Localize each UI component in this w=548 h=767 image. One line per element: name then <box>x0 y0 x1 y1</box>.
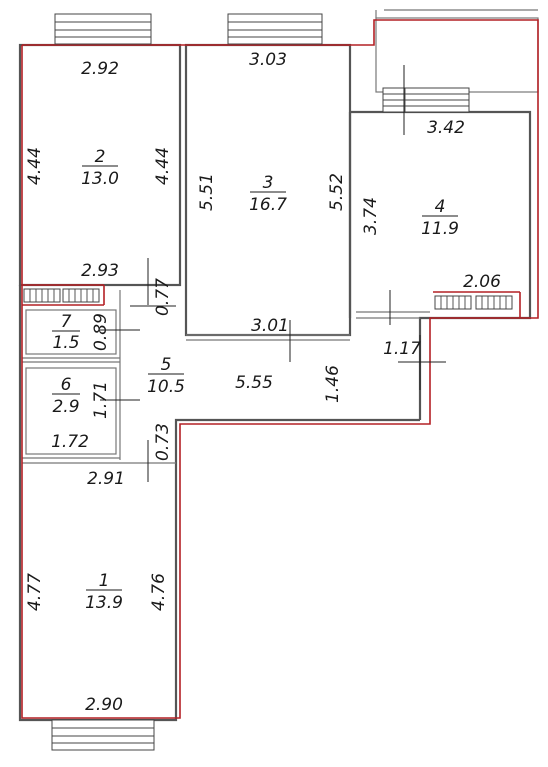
room-5-lower-dim: 0.73 <box>153 423 173 461</box>
room-2-number: 2 <box>95 147 106 167</box>
room-1-number: 1 <box>99 571 110 591</box>
room-7: 7 1.5 0.89 <box>52 312 111 353</box>
apartment-outline <box>21 19 539 719</box>
room-2-area: 13.0 <box>81 169 119 189</box>
room-6-height-dim: 1.71 <box>91 381 111 419</box>
room-7-area: 1.5 <box>52 333 79 353</box>
room-6-area: 2.9 <box>52 397 79 417</box>
room-5-upper-dim: 0.77 <box>153 278 173 316</box>
room-1: 2.91 4.77 4.76 1 13.9 2.90 <box>25 469 169 715</box>
room-1-left-dim: 4.77 <box>25 573 45 611</box>
room-2: 2.92 4.44 4.44 2 13.0 2.93 <box>25 59 173 281</box>
room-4-top-dim: 3.42 <box>427 118 465 138</box>
room-1-top-dim: 2.91 <box>87 469 125 489</box>
room-4-number: 4 <box>435 197 446 217</box>
room-3-bottom-dim: 3.01 <box>251 316 289 336</box>
room-2-left-dim: 4.44 <box>25 147 45 185</box>
room-6-bottom-dim: 1.72 <box>51 432 89 452</box>
room-2-bottom-dim: 2.93 <box>81 261 119 281</box>
room-3-left-dim: 5.51 <box>197 173 217 211</box>
room-2-right-dim: 4.44 <box>153 147 173 185</box>
room-3-right-dim: 5.52 <box>327 173 347 211</box>
room-5-height-dim: 1.46 <box>323 365 343 403</box>
room-3-area: 16.7 <box>249 195 287 215</box>
room-2-top-dim: 2.92 <box>81 59 119 79</box>
room-1-bottom-dim: 2.90 <box>85 695 123 715</box>
room-4: 3.42 3.74 4 11.9 2.06 <box>361 118 501 292</box>
room-1-right-dim: 4.76 <box>149 573 169 611</box>
room-1-area: 13.9 <box>85 593 123 613</box>
dimension-ticks <box>100 65 446 482</box>
radiators <box>23 288 513 310</box>
room-7-height-dim: 0.89 <box>91 313 111 351</box>
room-5-length-dim: 5.55 <box>235 373 273 393</box>
room-6: 6 2.9 1.71 1.72 <box>51 375 111 452</box>
room-5-side-dim: 1.17 <box>383 339 421 359</box>
room-4-area: 11.9 <box>421 219 459 239</box>
room-6-number: 6 <box>61 375 72 395</box>
room-4-left-dim: 3.74 <box>361 197 381 235</box>
balcony <box>375 9 539 93</box>
room-3: 3.03 5.51 5.52 3 16.7 3.01 <box>197 50 347 336</box>
room-3-top-dim: 3.03 <box>249 50 287 70</box>
windows <box>51 13 470 751</box>
room-5-area: 10.5 <box>147 377 185 397</box>
room-5-number: 5 <box>161 355 172 375</box>
room-4-bottom-dim: 2.06 <box>463 272 501 292</box>
room-3-number: 3 <box>263 173 274 193</box>
room-5: 0.77 5 10.5 5.55 1.46 1.17 0.73 <box>147 278 421 461</box>
room-7-number: 7 <box>61 312 72 332</box>
